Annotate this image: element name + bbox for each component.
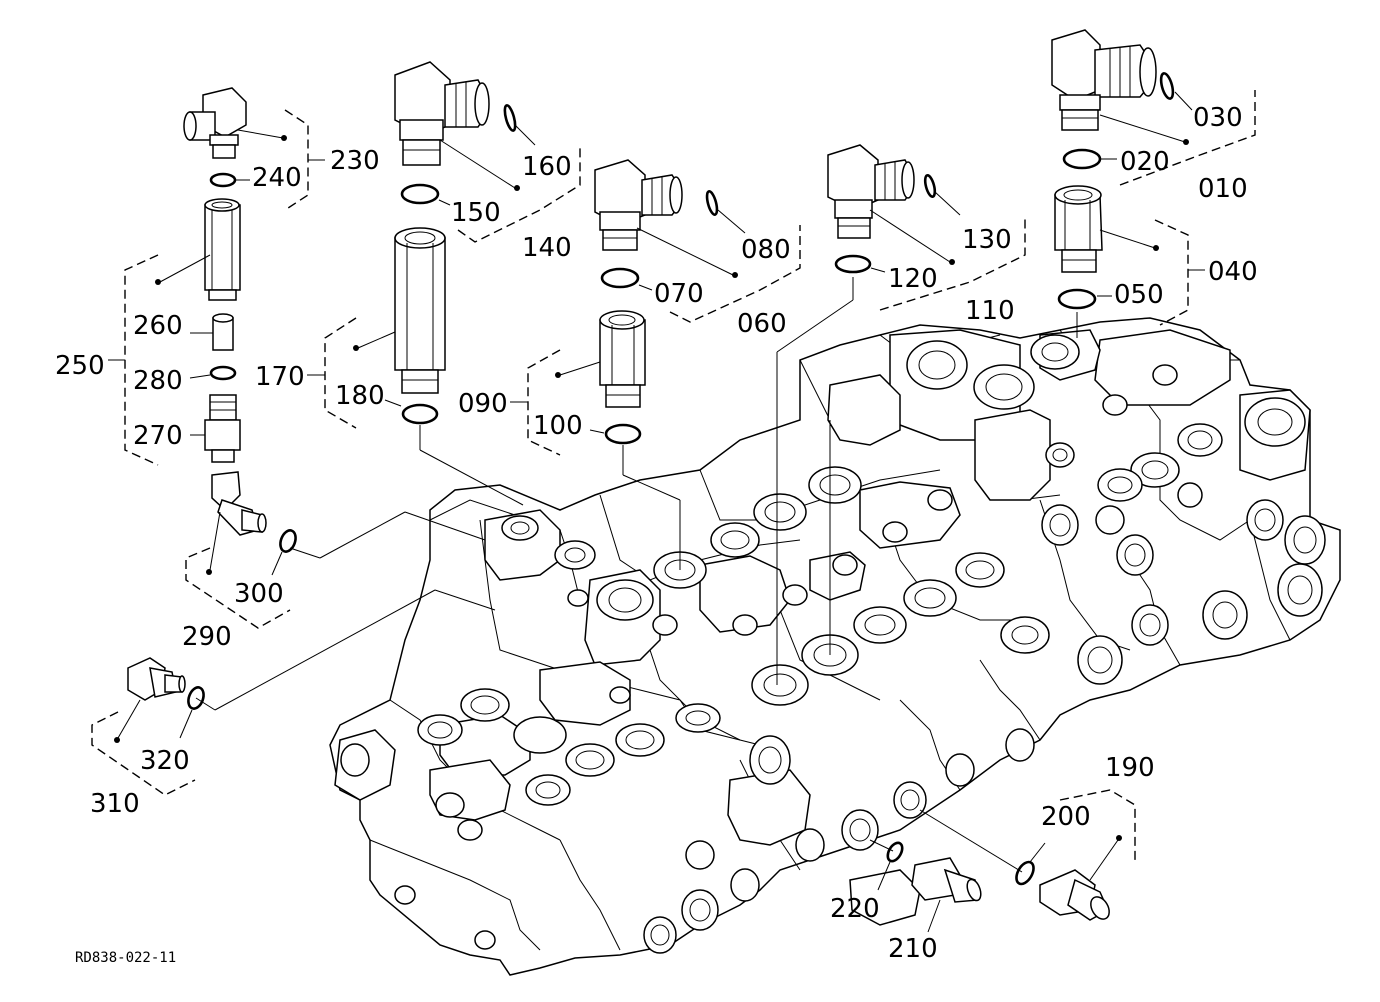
label-200: 200 <box>1041 802 1091 832</box>
label-240: 240 <box>252 163 302 193</box>
part-group-250 <box>108 87 325 629</box>
label-230: 230 <box>330 146 380 176</box>
label-310: 310 <box>90 789 140 819</box>
label-270: 270 <box>133 421 183 451</box>
label-150: 150 <box>451 198 501 228</box>
label-020: 020 <box>1120 147 1170 177</box>
part-group-190 <box>1015 789 1136 921</box>
part-group-040 <box>1054 185 1205 326</box>
label-170: 170 <box>255 362 305 392</box>
label-300: 300 <box>234 579 284 609</box>
part-group-010 <box>1051 29 1256 186</box>
label-180: 180 <box>335 381 385 411</box>
label-090: 090 <box>458 389 508 419</box>
valve-ports <box>340 334 1326 954</box>
label-030: 030 <box>1193 103 1243 133</box>
part-group-140 <box>307 61 581 429</box>
label-220: 220 <box>830 894 880 924</box>
label-190: 190 <box>1105 753 1155 783</box>
leader-lines <box>195 277 1078 873</box>
drawing-code: RD838-022-11 <box>75 950 176 966</box>
label-160: 160 <box>522 152 572 182</box>
label-250: 250 <box>55 351 105 381</box>
part-group-110 <box>827 144 1026 311</box>
label-040: 040 <box>1208 257 1258 287</box>
label-100: 100 <box>533 411 583 441</box>
label-060: 060 <box>737 309 787 339</box>
part-group-210 <box>877 841 982 933</box>
part-labels: 030 020 010 040 050 130 120 110 080 070 … <box>55 103 1258 966</box>
label-070: 070 <box>654 279 704 309</box>
label-140: 140 <box>522 233 572 263</box>
label-290: 290 <box>182 622 232 652</box>
label-010: 010 <box>1198 174 1248 204</box>
part-group-310 <box>91 657 205 796</box>
label-050: 050 <box>1114 280 1164 310</box>
label-120: 120 <box>888 264 938 294</box>
label-210: 210 <box>888 934 938 964</box>
label-080: 080 <box>741 235 791 265</box>
label-260: 260 <box>133 311 183 341</box>
label-130: 130 <box>962 225 1012 255</box>
label-110: 110 <box>965 296 1015 326</box>
part-group-060 <box>510 159 801 456</box>
label-320: 320 <box>140 746 190 776</box>
label-280: 280 <box>133 366 183 396</box>
